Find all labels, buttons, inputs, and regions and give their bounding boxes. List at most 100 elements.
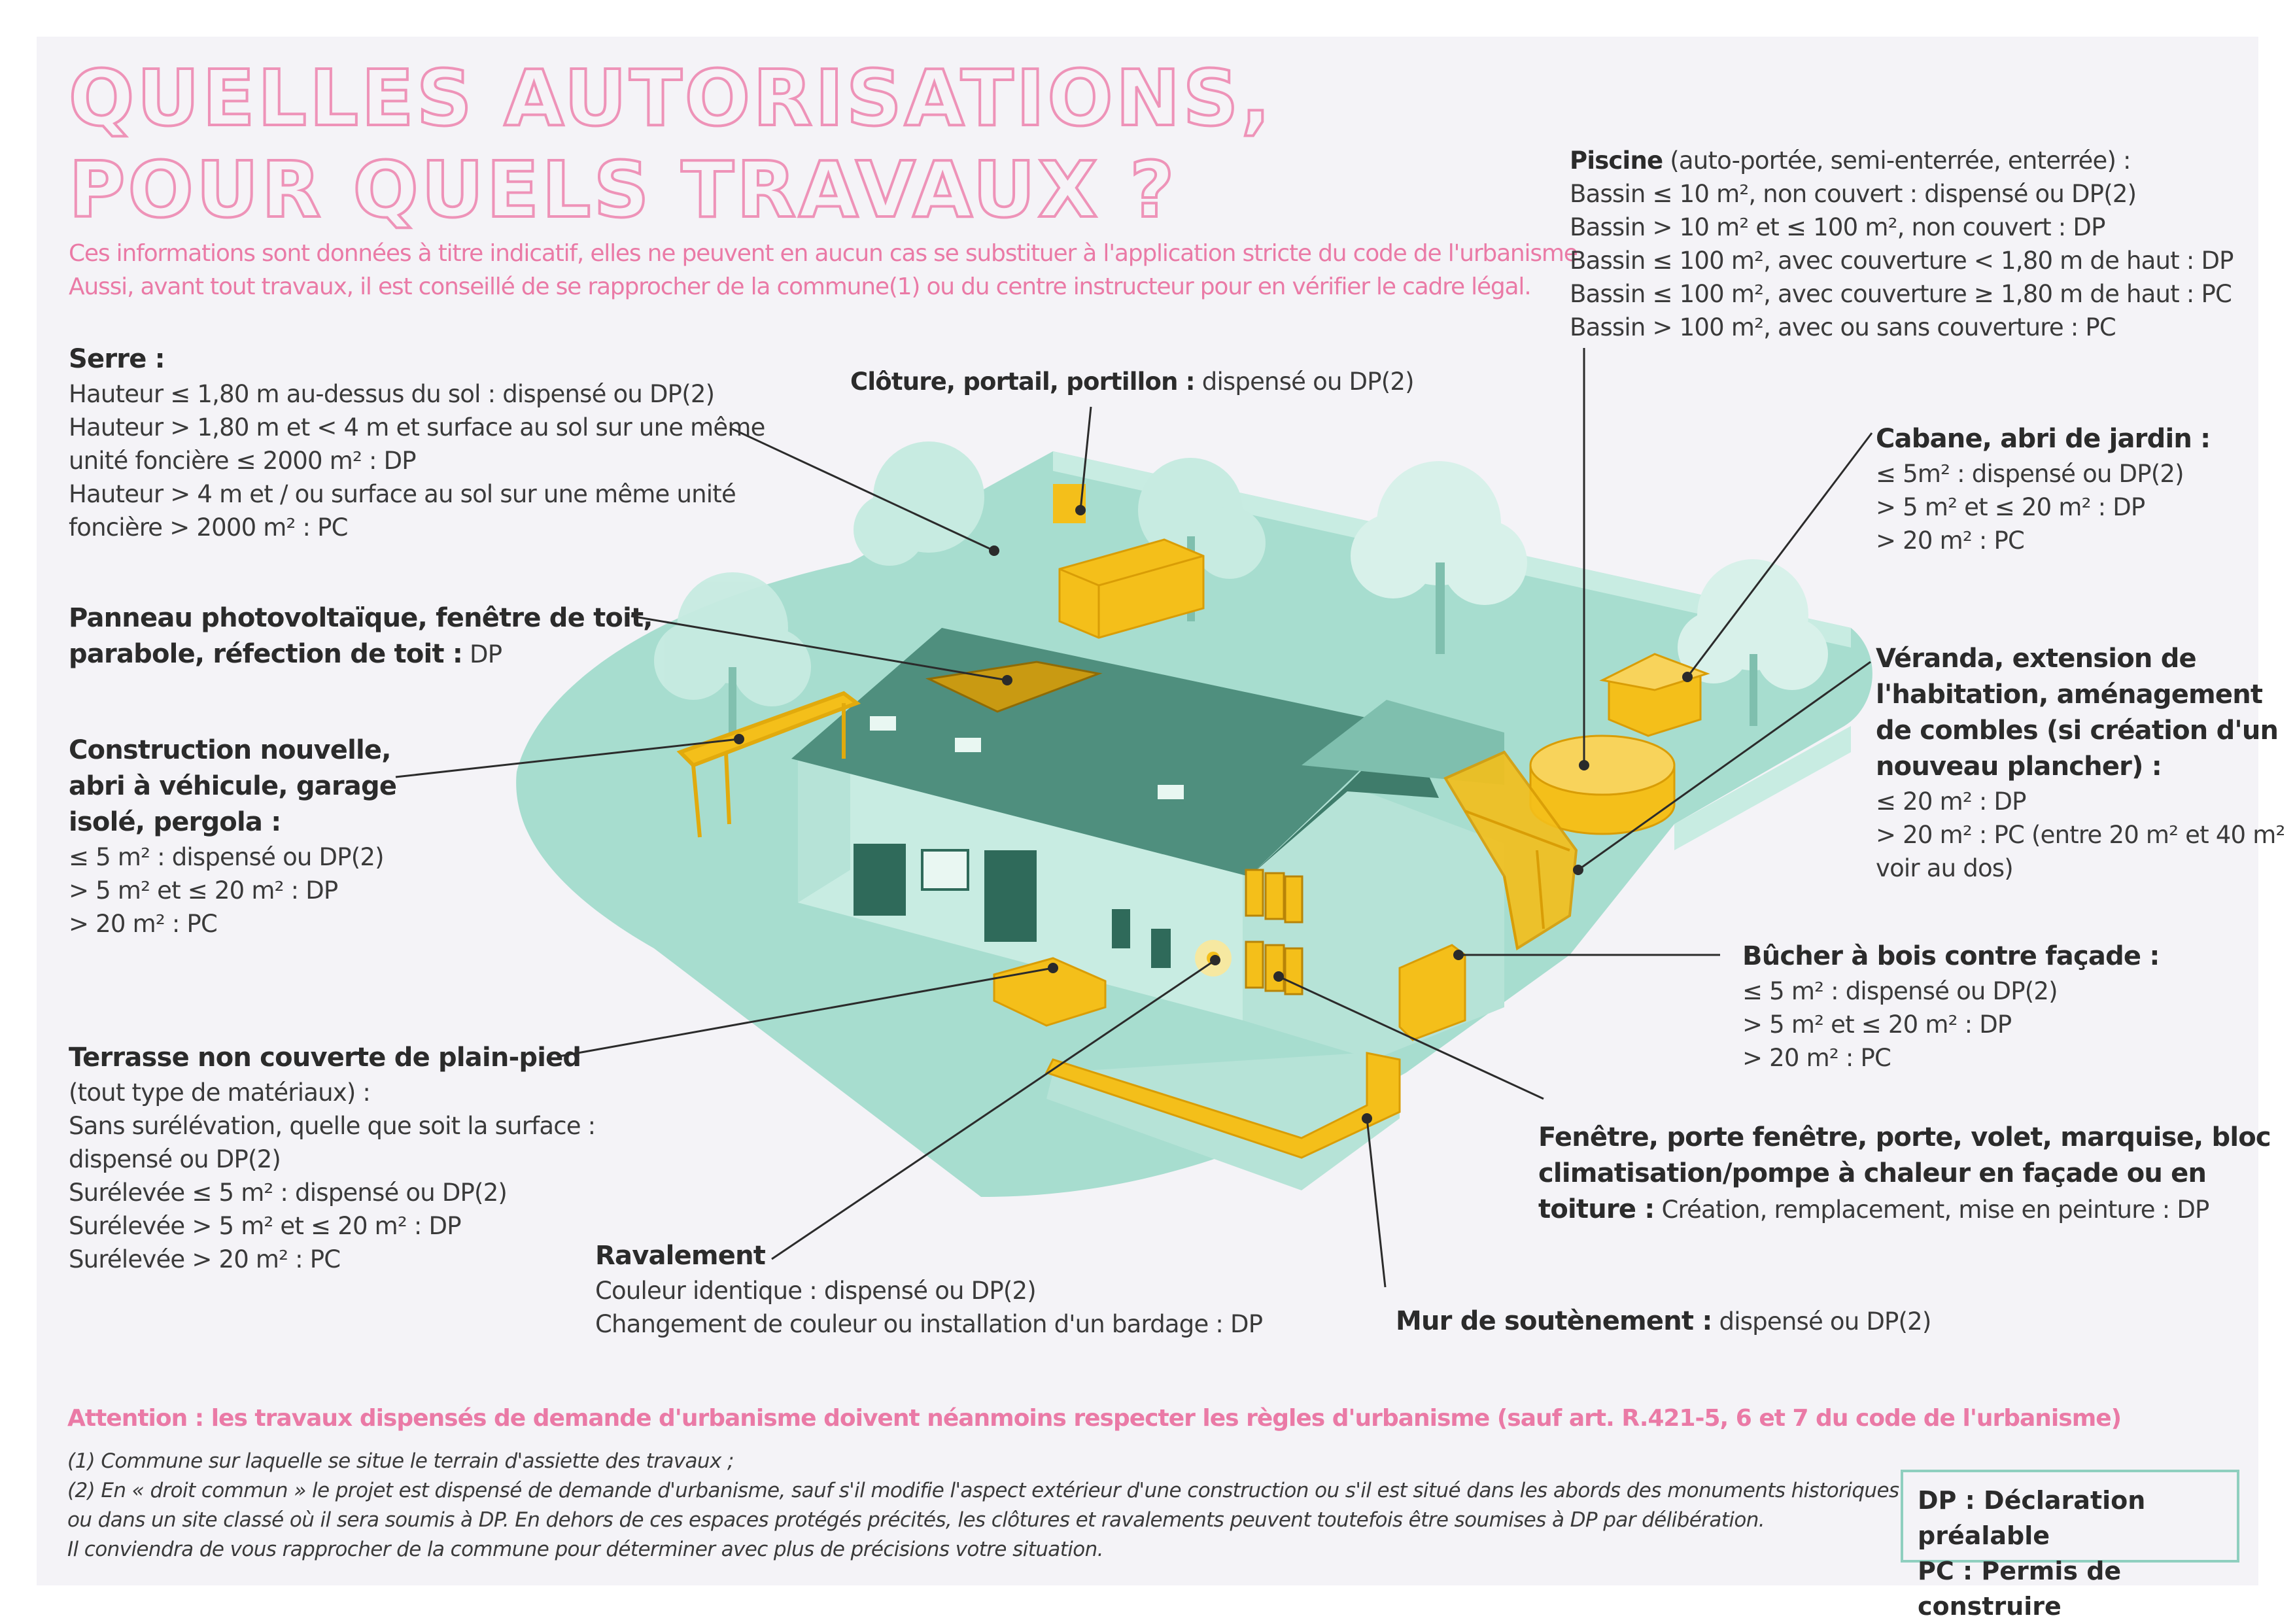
cabane-line: ≤ 5m² : dispensé ou DP(2) (1876, 460, 2184, 488)
footnotes: (1) Commune sur laquelle se situe le ter… (67, 1447, 1899, 1564)
house-left-wall (798, 733, 850, 903)
footnote-line: ou dans un site classé où il sera soumis… (67, 1508, 1765, 1532)
fenetre-block: Fenêtre, porte fenêtre, porte, volet, ma… (1538, 1120, 2271, 1228)
cloture-heading: Clôture, portail, portillon : (850, 368, 1196, 396)
panneau-block: Panneau photovoltaïque, fenêtre de toit,… (69, 600, 653, 672)
construction-line: ≤ 5 m² : dispensé ou DP(2) (69, 843, 385, 871)
terrasse-line: Surélevée > 5 m² et ≤ 20 m² : DP (69, 1212, 462, 1240)
callout-dots (734, 505, 1693, 1124)
intro-text: Ces informations sont données à titre in… (69, 237, 1578, 303)
terrasse-line: Surélevée > 20 m² : PC (69, 1245, 341, 1273)
serre-line: Hauteur > 1,80 m et < 4 m et surface au … (69, 413, 765, 441)
wood-stack (1398, 944, 1466, 1041)
serre-line: Hauteur ≤ 1,80 m au-dessus du sol : disp… (69, 380, 715, 408)
tree-back-1 (854, 441, 1266, 621)
facade-shutters (1245, 869, 1303, 995)
right-wall (1674, 726, 1851, 850)
veranda-line: > 20 m² : PC (entre 20 m² et 40 m² (1876, 821, 2285, 849)
fenetre-heading: climatisation/pompe à chaleur en façade … (1538, 1158, 2207, 1188)
bucher-block: Bûcher à bois contre façade : ≤ 5 m² : d… (1742, 939, 2160, 1075)
garden-box (1058, 538, 1205, 639)
tree-left (654, 572, 811, 739)
cabane-heading: Cabane, abri de jardin : (1876, 424, 2211, 454)
veranda (1443, 750, 1578, 951)
piscine-line: Bassin ≤ 100 m², avec couverture ≥ 1,80 … (1570, 280, 2232, 308)
mur-text: dispensé ou DP(2) (1712, 1307, 1932, 1336)
veranda-line: ≤ 20 m² : DP (1876, 787, 2026, 816)
mur-block: Mur de soutènement : dispensé ou DP(2) (1396, 1304, 1931, 1339)
front-door (984, 850, 1037, 942)
piscine-block: Piscine (auto-portée, semi-enterrée, ent… (1570, 144, 2234, 344)
veranda-line: voir au dos) (1876, 854, 2014, 882)
abbreviation-legend: DP : Déclaration préalable PC : Permis d… (1901, 1470, 2239, 1621)
construction-block: Construction nouvelle, abri à véhicule, … (69, 733, 397, 941)
construction-line: > 20 m² : PC (69, 910, 218, 938)
serre-heading: Serre : (69, 344, 165, 374)
ravalement-heading: Ravalement (595, 1241, 766, 1271)
title-line-2: POUR QUELS TRAVAUX ? (67, 143, 1177, 236)
piscine-line: Bassin ≤ 100 m², avec couverture < 1,80 … (1570, 247, 2234, 275)
garage-door (854, 844, 906, 916)
annex-roof (1302, 700, 1504, 785)
tree-back-2 (1351, 461, 1828, 726)
ravalement-block: Ravalement Couleur identique : dispensé … (595, 1238, 1263, 1341)
window-grid (921, 849, 969, 891)
piscine-line: Bassin ≤ 10 m², non couvert : dispensé o… (1570, 180, 2137, 208)
callout-lines (395, 348, 1873, 1288)
pool (1529, 734, 1676, 835)
fenetre-heading: toiture : (1538, 1194, 1655, 1224)
panneau-heading: parabole, réfection de toit : (69, 639, 463, 669)
veranda-heading: l'habitation, aménagement (1876, 680, 2263, 710)
footnote-line: (1) Commune sur laquelle se situe le ter… (67, 1449, 734, 1473)
intro-line-1: Ces informations sont données à titre in… (69, 240, 1578, 267)
footnote-line: (2) En « droit commun » le projet est di… (67, 1479, 1899, 1502)
cabane-block: Cabane, abri de jardin : ≤ 5m² : dispens… (1876, 421, 2211, 557)
cabane-line: > 20 m² : PC (1876, 527, 2025, 555)
piscine-subheading: (auto-portée, semi-enterrée, enterrée) : (1663, 147, 2131, 175)
legend-dp: DP : Déclaration préalable (1918, 1486, 2146, 1550)
terrasse-heading: Terrasse non couverte de plain-pied (69, 1043, 581, 1073)
panneau-heading: Panneau photovoltaïque, fenêtre de toit, (69, 603, 653, 633)
bucher-heading: Bûcher à bois contre façade : (1742, 941, 2160, 971)
ravalement-line: Couleur identique : dispensé ou DP(2) (595, 1277, 1037, 1305)
construction-heading: Construction nouvelle, (69, 735, 391, 765)
attention-text: Attention : les travaux dispensés de dem… (67, 1405, 2122, 1432)
pergola (676, 691, 861, 838)
terrasse-line: Surélevée ≤ 5 m² : dispensé ou DP(2) (69, 1179, 508, 1207)
serre-block: Serre : Hauteur ≤ 1,80 m au-dessus du so… (69, 341, 765, 544)
terrasse-line: dispensé ou DP(2) (69, 1145, 281, 1173)
veranda-heading: de combles (si création d'un (1876, 716, 2279, 746)
ravalement-line: Changement de couleur ou installation d'… (595, 1310, 1263, 1338)
page-title: QUELLES AUTORISATIONS, POUR QUELS TRAVAU… (67, 52, 1273, 236)
fenetre-heading: Fenêtre, porte fenêtre, porte, volet, ma… (1538, 1122, 2271, 1152)
piscine-line: Bassin > 100 m², avec ou sans couverture… (1570, 313, 2116, 341)
footnote-line: Il conviendra de vous rapprocher de la c… (67, 1538, 1104, 1561)
terrasse-line: Sans surélévation, quelle que soit la su… (69, 1112, 596, 1140)
cloture-text: dispensé ou DP(2) (1194, 368, 1415, 396)
construction-heading: isolé, pergola : (69, 807, 281, 837)
serre-line: unité foncière ≤ 2000 m² : DP (69, 447, 417, 475)
veranda-block: Véranda, extension de l'habitation, amén… (1876, 641, 2285, 885)
cabane-line: > 5 m² et ≤ 20 m² : DP (1876, 493, 2145, 521)
veranda-heading: Véranda, extension de (1876, 644, 2197, 674)
panneau-text: DP (462, 640, 502, 668)
construction-heading: abri à véhicule, garage (69, 771, 397, 801)
veranda-heading: nouveau plancher) : (1876, 752, 2162, 782)
terrasse-block: Terrasse non couverte de plain-pied (tou… (69, 1040, 596, 1276)
fenetre-text: Création, remplacement, mise en peinture… (1654, 1196, 2209, 1224)
house-roof (791, 628, 1406, 876)
piscine-line: Bassin > 10 m² et ≤ 100 m², non couvert … (1570, 213, 2105, 241)
serre-line: foncière > 2000 m² : PC (69, 513, 349, 542)
terrace (993, 957, 1107, 1027)
piscine-heading: Piscine (1570, 147, 1663, 175)
bucher-line: > 20 m² : PC (1742, 1044, 1891, 1072)
legend-pc: PC : Permis de construire (1918, 1557, 2122, 1621)
mur-heading: Mur de soutènement : (1396, 1306, 1712, 1336)
cloture-block: Clôture, portail, portillon : dispensé o… (850, 365, 1415, 398)
construction-line: > 5 m² et ≤ 20 m² : DP (69, 876, 338, 905)
serre-line: Hauteur > 4 m et / ou surface au sol sur… (69, 480, 736, 508)
terrasse-line: (tout type de matériaux) : (69, 1079, 371, 1107)
bucher-line: ≤ 5 m² : dispensé ou DP(2) (1742, 977, 2058, 1005)
bucher-line: > 5 m² et ≤ 20 m² : DP (1742, 1011, 2012, 1039)
